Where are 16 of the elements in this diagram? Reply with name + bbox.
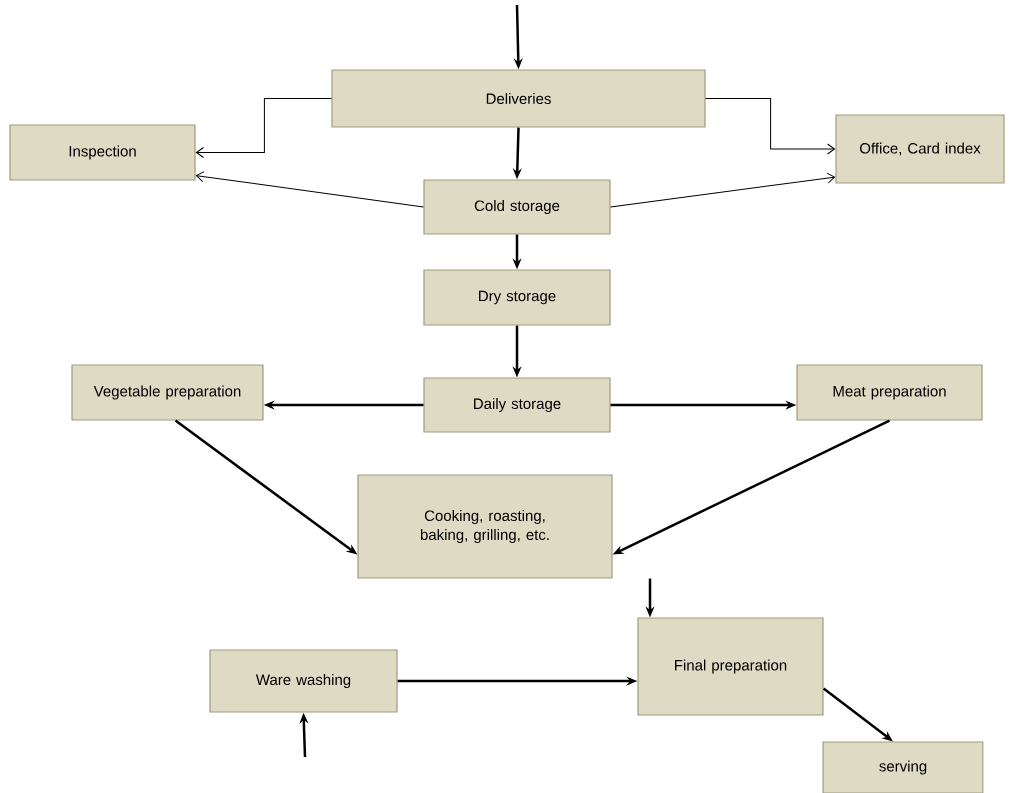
process-box: Ware washing	[209, 649, 398, 713]
arrow	[195, 98, 332, 158]
process-box: Daily storage	[423, 377, 611, 433]
arrow	[610, 172, 836, 208]
process-box: Meat preparation	[796, 364, 983, 421]
arrow	[705, 98, 836, 155]
process-box: Dry storage	[423, 269, 611, 326]
process-box: Vegetable preparation	[71, 364, 264, 421]
process-box: Office, Card index	[835, 114, 1005, 184]
process-box: serving	[822, 741, 984, 793]
process-box: Cold storage	[423, 179, 611, 235]
process-box: Cooking, roasting, baking, grilling, etc.	[357, 474, 613, 579]
arrow	[195, 171, 424, 208]
process-box: Deliveries	[331, 69, 706, 128]
process-box: Inspection	[9, 124, 196, 181]
process-box: Final preparation	[637, 617, 824, 716]
